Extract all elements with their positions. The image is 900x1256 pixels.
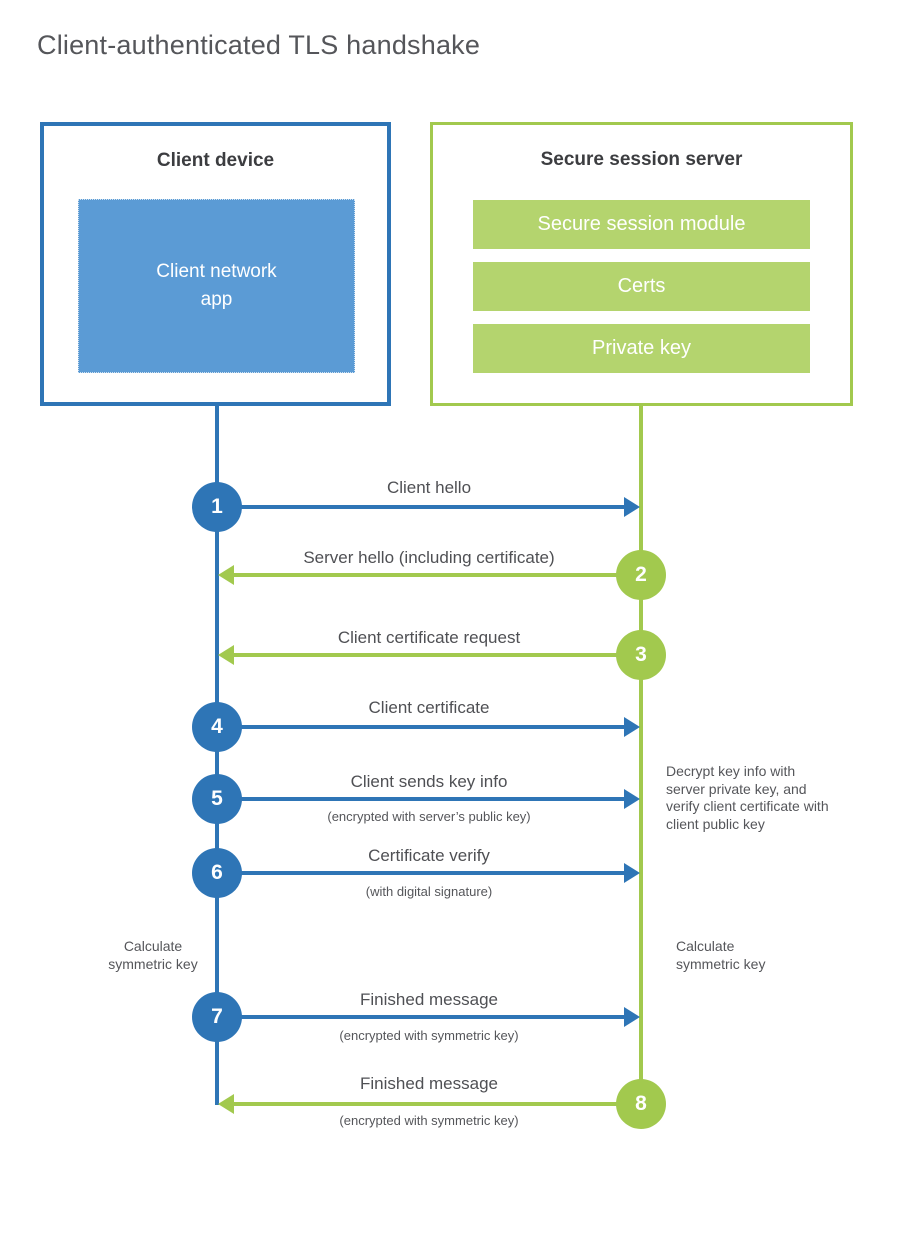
step1-arrowhead-icon (624, 497, 640, 517)
step6-circle: 6 (192, 848, 242, 898)
step8-arrow (234, 1102, 641, 1106)
step4-arrowhead-icon (624, 717, 640, 737)
step1-arrow (217, 505, 624, 509)
client-network-app-box: Client network app (78, 199, 355, 373)
step6-arrowhead-icon (624, 863, 640, 883)
step5-arrowhead-icon (624, 789, 640, 809)
server-module-certs: Certs (473, 262, 810, 311)
step5-sublabel: (encrypted with server’s public key) (327, 809, 531, 824)
step3-circle: 3 (616, 630, 666, 680)
step8-sublabel: (encrypted with symmetric key) (339, 1113, 519, 1128)
step5-circle: 5 (192, 774, 242, 824)
page-title: Client-authenticated TLS handshake (37, 30, 481, 60)
calculate-symmetric-key-left: Calculate symmetric key (108, 938, 198, 972)
step6-sublabel: (with digital signature) (365, 884, 493, 899)
step4-arrow (217, 725, 624, 729)
step6-arrow (217, 871, 624, 875)
step1-circle: 1 (192, 482, 242, 532)
step3-arrow (234, 653, 641, 657)
client-lifeline (215, 405, 219, 1105)
decrypt-note: Decrypt key info with server private key… (666, 763, 829, 832)
calculate-symmetric-key-right: Calculate symmetric key (676, 938, 766, 972)
step2-arrow (234, 573, 641, 577)
step3-label: Client certificate request (337, 628, 521, 647)
step3-arrowhead-icon (218, 645, 234, 665)
client-device-heading: Client device (156, 150, 275, 171)
step6-label: Certificate verify (368, 846, 490, 865)
step7-arrowhead-icon (624, 1007, 640, 1027)
step5-arrow (217, 797, 624, 801)
step2-circle: 2 (616, 550, 666, 600)
step2-label: Server hello (including certificate) (303, 548, 555, 567)
server-module-secure-session: Secure session module (473, 200, 810, 249)
server-heading: Secure session server (540, 149, 743, 170)
server-module-private-key: Private key (473, 324, 810, 373)
step4-label: Client certificate (368, 698, 490, 717)
step8-circle: 8 (616, 1079, 666, 1129)
step5-label: Client sends key info (350, 772, 508, 791)
server-lifeline (639, 405, 643, 1105)
step7-sublabel: (encrypted with symmetric key) (339, 1028, 519, 1043)
step7-label: Finished message (360, 990, 498, 1009)
step7-arrow (217, 1015, 624, 1019)
step7-circle: 7 (192, 992, 242, 1042)
step2-arrowhead-icon (218, 565, 234, 585)
step8-arrowhead-icon (218, 1094, 234, 1114)
step1-label: Client hello (386, 478, 472, 497)
step4-circle: 4 (192, 702, 242, 752)
step8-label: Finished message (360, 1074, 498, 1093)
